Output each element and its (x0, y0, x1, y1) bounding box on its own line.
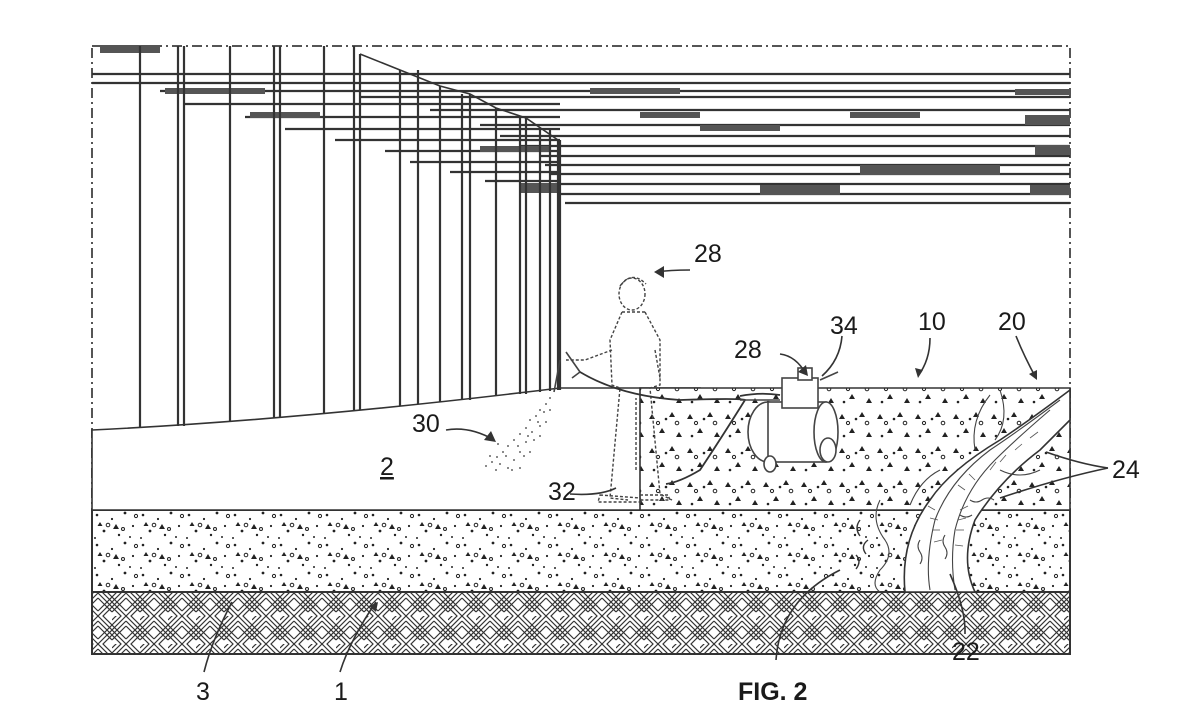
substrate-layer (91, 591, 1071, 655)
ref-numeral-2: 2 (380, 453, 394, 481)
ref-numeral-24: 24 (1112, 456, 1140, 484)
ref-numeral-28-unit: 28 (734, 336, 762, 364)
root-growth (903, 388, 1071, 593)
ref-numeral-20: 20 (998, 308, 1026, 336)
ref-numeral-32: 32 (548, 478, 576, 506)
root-texture (874, 389, 1061, 593)
wall-columns (138, 46, 562, 428)
ref-numeral-10: 10 (918, 308, 946, 336)
leader-arrowheads (369, 266, 1037, 612)
ref-numeral-3: 3 (196, 678, 210, 706)
ref-numeral-1: 1 (334, 678, 348, 706)
ref-numeral-30: 30 (412, 410, 440, 438)
ceiling-beam-accents (100, 45, 1070, 195)
ceiling-beams (92, 72, 1070, 205)
ref-numeral-34: 34 (830, 312, 858, 340)
crack-marks (855, 519, 869, 570)
wall-top-edge (359, 53, 559, 141)
root-hairs (927, 431, 1039, 547)
figure-caption: FIG. 2 (738, 678, 807, 706)
spray-mist (485, 397, 551, 471)
ref-numeral-22: 22 (952, 638, 980, 666)
ref-numeral-28-operator: 28 (694, 240, 722, 268)
compressor-unit (740, 367, 839, 473)
